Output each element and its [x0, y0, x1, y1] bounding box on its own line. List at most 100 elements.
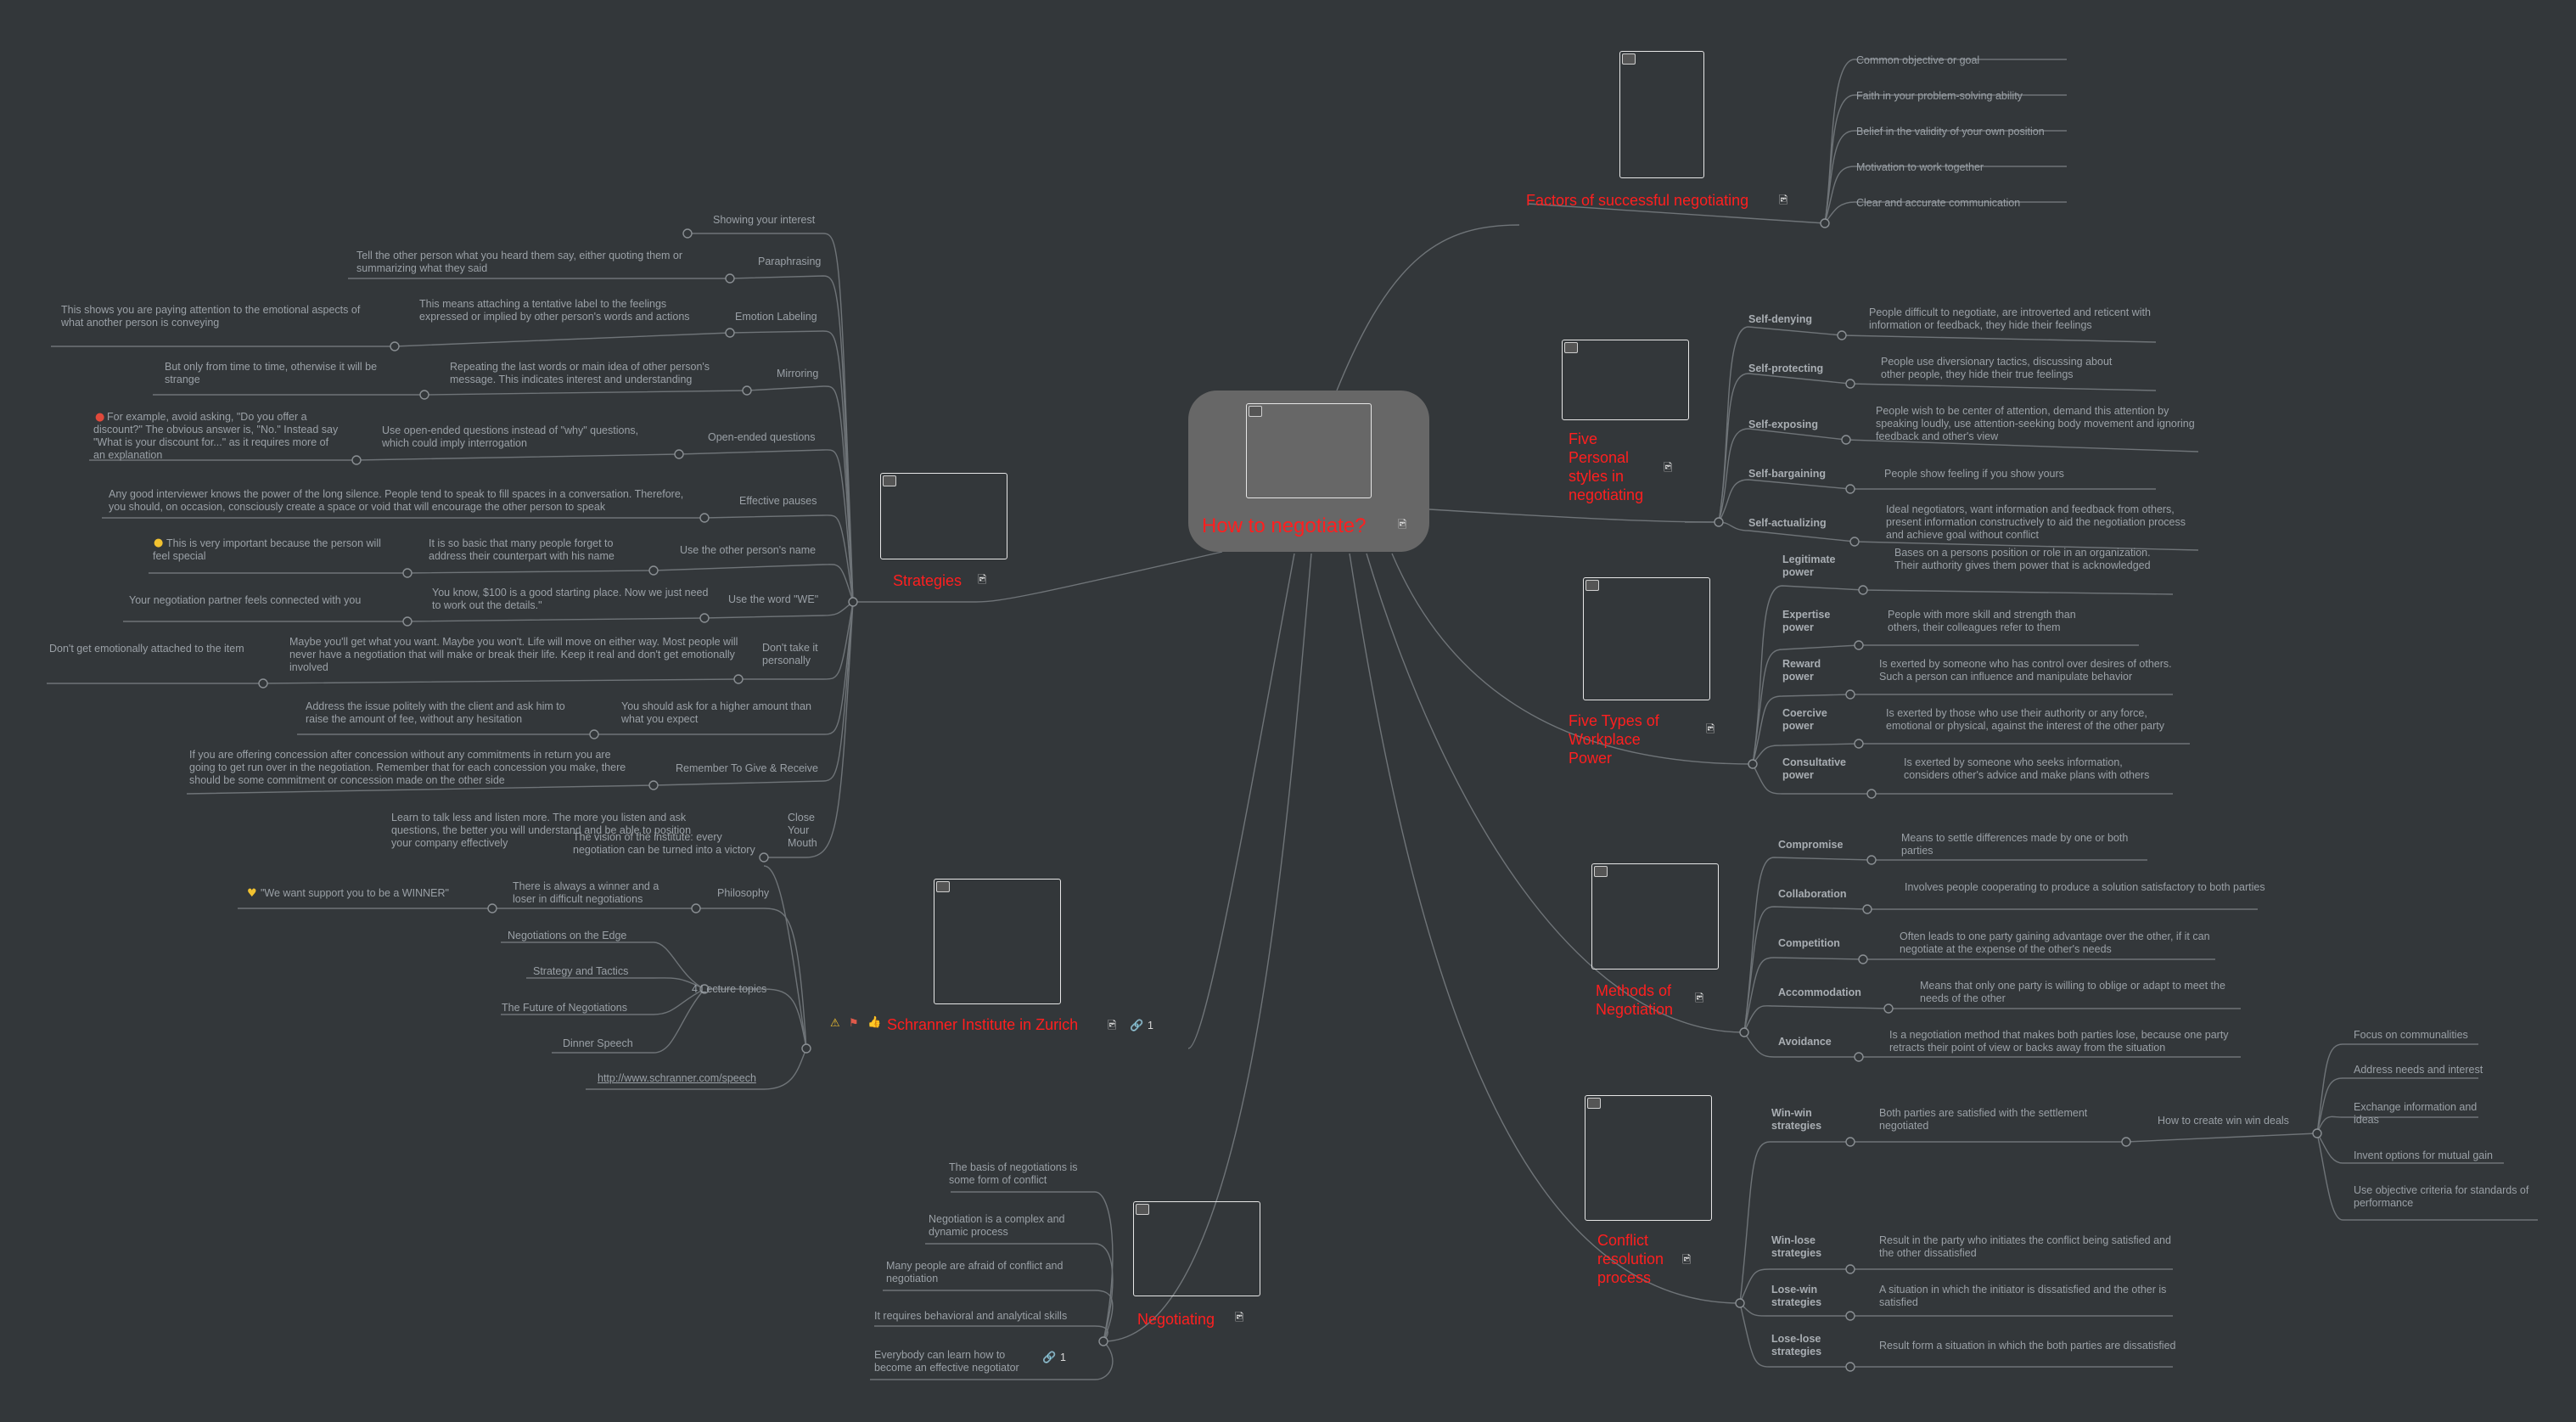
philosophy-label[interactable]: Philosophy	[717, 887, 770, 899]
win-win-item[interactable]: Use objective criteria for standards of …	[2354, 1184, 2529, 1209]
strategy-detail[interactable]: You know, $100 is a good starting place.…	[432, 587, 709, 611]
strategy-detail[interactable]: For example, avoid asking, "Do you offer…	[93, 411, 339, 461]
power-desc[interactable]: Bases on a persons position or role in a…	[1894, 547, 2151, 571]
strategy-item[interactable]: Close Your Mouth	[788, 812, 817, 849]
power-label[interactable]: Expertise power	[1782, 609, 1831, 633]
method-desc[interactable]: Involves people cooperating to produce a…	[1905, 881, 2265, 893]
power-title[interactable]: Five Types of Workplace Power	[1569, 712, 1659, 767]
conflict-desc[interactable]: Result in the party who initiates the co…	[1879, 1234, 2171, 1259]
root-node[interactable]	[1188, 391, 1429, 552]
lecture-item[interactable]: The Future of Negotiations	[502, 1002, 627, 1014]
strategy-detail[interactable]: Use open-ended questions instead of "why…	[382, 424, 639, 449]
strategy-detail[interactable]: But only from time to time, otherwise it…	[165, 361, 378, 385]
power-label[interactable]: Reward power	[1782, 658, 1821, 683]
style-label[interactable]: Self-protecting	[1748, 363, 1824, 374]
methods-title[interactable]: Methods of Negotiation	[1596, 982, 1674, 1018]
factor-item[interactable]: Clear and accurate communication	[1856, 197, 2021, 209]
style-desc[interactable]: People wish to be center of attention, d…	[1876, 405, 2195, 442]
conflict-label[interactable]: Lose-win strategies	[1771, 1284, 1822, 1308]
strategy-detail[interactable]: Maybe you'll get what you want. Maybe yo…	[289, 636, 738, 673]
strategy-detail[interactable]: Learn to talk less and listen more. The …	[391, 812, 692, 849]
strategy-detail[interactable]: Any good interviewer knows the power of …	[109, 488, 684, 513]
strategy-item[interactable]: Mirroring	[777, 368, 819, 379]
negotiating-item[interactable]: The basis of negotiations is some form o…	[949, 1161, 1078, 1186]
link-icon[interactable]: 🔗	[1130, 1020, 1144, 1032]
power-desc[interactable]: Is exerted by someone who seeks informat…	[1904, 756, 2150, 781]
strategy-detail[interactable]: This is very important because the perso…	[153, 537, 381, 562]
image-icon[interactable]: 🖻	[978, 574, 987, 587]
image-icon[interactable]: 🖻	[1779, 194, 1788, 207]
factor-item[interactable]: Common objective or goal	[1856, 54, 1980, 66]
power-label[interactable]: Legitimate power	[1782, 554, 1836, 578]
factors-title[interactable]: Factors of successful negotiating	[1526, 192, 1749, 209]
power-label[interactable]: Consultative power	[1782, 756, 1847, 781]
power-desc[interactable]: Is exerted by those who use their author…	[1886, 707, 2164, 732]
strategy-detail[interactable]: This shows you are paying attention to t…	[61, 304, 361, 329]
philosophy-quote[interactable]: "We want support you to be a WINNER"	[261, 887, 449, 899]
root-title[interactable]: How to negotiate?	[1202, 514, 1367, 537]
style-desc[interactable]: People show feeling if you show yours	[1884, 468, 2064, 480]
strategy-item[interactable]: Use the word "WE"	[728, 593, 819, 605]
strategy-item[interactable]: Emotion Labeling	[735, 311, 817, 323]
image-icon[interactable]: 🖻	[1682, 1254, 1692, 1267]
strategies-title[interactable]: Strategies	[893, 572, 962, 589]
strategy-detail[interactable]: Your negotiation partner feels connected…	[129, 594, 362, 606]
lecture-label[interactable]: 4 Lecture topics	[692, 983, 767, 995]
strategy-item[interactable]: You should ask for a higher amount than …	[621, 700, 811, 725]
strategy-detail[interactable]: Tell the other person what you heard the…	[356, 250, 683, 274]
win-win-item[interactable]: Invent options for mutual gain	[2354, 1149, 2493, 1161]
style-desc[interactable]: Ideal negotiators, want information and …	[1886, 503, 2186, 541]
strategy-item[interactable]: Use the other person's name	[680, 544, 817, 556]
factor-item[interactable]: Faith in your problem-solving ability	[1856, 90, 2023, 102]
philosophy-sub[interactable]: There is always a winner and a loser in …	[513, 880, 659, 905]
conflict-label[interactable]: Win-win strategies	[1771, 1107, 1822, 1132]
strategy-item[interactable]: Remember To Give & Receive	[676, 762, 818, 774]
image-icon[interactable]: 🖻	[1235, 1312, 1244, 1324]
method-desc[interactable]: Often leads to one party gaining advanta…	[1900, 930, 2210, 955]
style-label[interactable]: Self-actualizing	[1748, 517, 1827, 529]
conflict-desc[interactable]: Both parties are satisfied with the sett…	[1879, 1107, 2088, 1132]
power-label[interactable]: Coercive power	[1782, 707, 1827, 732]
image-icon[interactable]: 🖻	[1398, 519, 1407, 531]
schranner-url-link[interactable]: http://www.schranner.com/speech	[598, 1072, 756, 1084]
lecture-item[interactable]: Dinner Speech	[563, 1037, 633, 1049]
strategy-item[interactable]: Open-ended questions	[708, 431, 816, 443]
win-win-label[interactable]: How to create win win deals	[2158, 1115, 2289, 1127]
strategy-detail[interactable]: It is so basic that many people forget t…	[429, 537, 615, 562]
style-desc[interactable]: People difficult to negotiate, are intro…	[1869, 306, 2151, 331]
method-desc[interactable]: Means to settle differences made by one …	[1901, 832, 2129, 857]
lecture-item[interactable]: Negotiations on the Edge	[508, 930, 627, 941]
schranner-vision[interactable]: The vision of the institute: every negot…	[573, 831, 755, 856]
strategy-detail[interactable]: Don't get emotionally attached to the it…	[49, 643, 244, 655]
win-win-item[interactable]: Focus on communalities	[2354, 1029, 2468, 1041]
method-label[interactable]: Accommodation	[1778, 986, 1861, 998]
win-win-item[interactable]: Exchange information and ideas	[2354, 1101, 2478, 1126]
negotiating-item[interactable]: Everybody can learn how to become an eff…	[874, 1349, 1019, 1374]
image-icon[interactable]: 🖻	[1664, 462, 1673, 475]
style-desc[interactable]: People use diversionary tactics, discuss…	[1881, 356, 2113, 380]
method-desc[interactable]: Means that only one party is willing to …	[1920, 980, 2225, 1004]
style-label[interactable]: Self-exposing	[1748, 419, 1818, 430]
power-desc[interactable]: People with more skill and strength than…	[1888, 609, 2076, 633]
strategy-item[interactable]: Paraphrasing	[758, 256, 822, 267]
negotiating-title[interactable]: Negotiating	[1137, 1311, 1215, 1328]
factor-item[interactable]: Motivation to work together	[1856, 161, 1984, 173]
negotiating-item[interactable]: Negotiation is a complex and dynamic pro…	[929, 1213, 1065, 1238]
conflict-label[interactable]: Win-lose strategies	[1771, 1234, 1822, 1259]
style-label[interactable]: Self-denying	[1748, 313, 1813, 325]
method-label[interactable]: Compromise	[1778, 839, 1844, 851]
method-label[interactable]: Competition	[1778, 937, 1840, 949]
method-label[interactable]: Collaboration	[1778, 888, 1847, 900]
schranner-title[interactable]: Schranner Institute in Zurich	[887, 1016, 1079, 1033]
strategy-detail[interactable]: This means attaching a tentative label t…	[419, 298, 690, 323]
strategy-item[interactable]: Effective pauses	[739, 495, 817, 507]
strategy-detail[interactable]: Repeating the last words or main idea of…	[450, 361, 710, 385]
link-icon[interactable]: 🔗	[1042, 1352, 1057, 1364]
method-label[interactable]: Avoidance	[1778, 1036, 1832, 1048]
image-icon[interactable]: 🖻	[1108, 1020, 1117, 1032]
conflict-desc[interactable]: Result form a situation in which the bot…	[1879, 1340, 2176, 1352]
strategy-detail[interactable]: Address the issue politely with the clie…	[306, 700, 565, 725]
style-label[interactable]: Self-bargaining	[1748, 468, 1826, 480]
strategy-item[interactable]: Showing your interest	[713, 214, 816, 226]
method-desc[interactable]: Is a negotiation method that makes both …	[1889, 1029, 2229, 1054]
